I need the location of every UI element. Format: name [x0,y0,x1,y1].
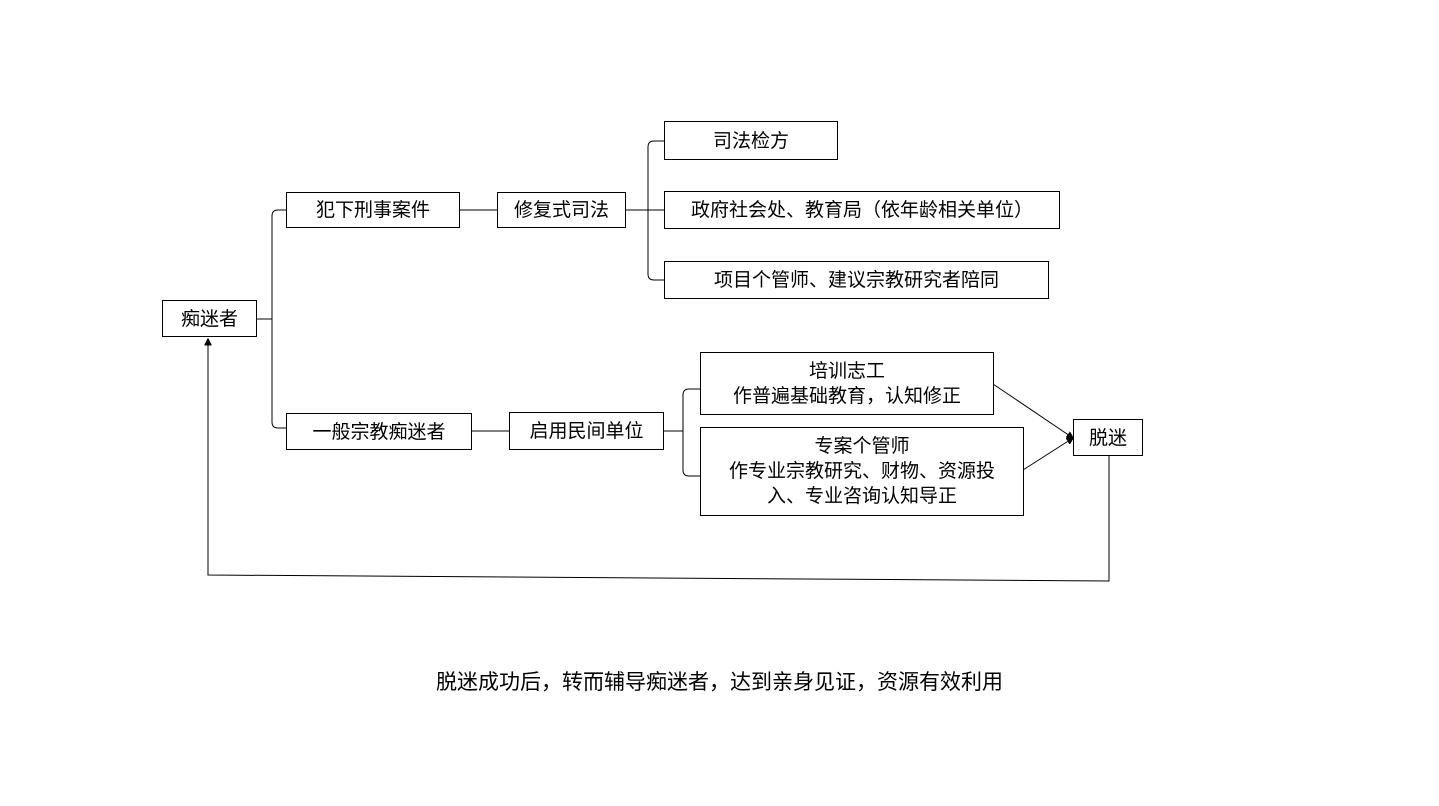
arrow-volunteer-free [992,383,1073,438]
node-case-manager: 专案个管师 作专业宗教研究、财物、资源投 入、专业咨询认知导正 [700,427,1024,516]
node-prosecutor: 司法检方 [664,121,838,160]
node-case-manager-line2: 作专业宗教研究、财物、资源投 [728,460,995,482]
node-case-manager-accompany: 项目个管师、建议宗教研究者陪同 [664,261,1049,299]
arrow-casemanager-free [1022,438,1073,471]
node-case-manager-line1: 专案个管师 [814,435,910,457]
node-restorative-justice: 修复式司法 [497,192,626,228]
bracket-restorative [647,140,664,281]
arrow-feedback-loop [208,339,1110,582]
node-volunteer-line2: 作普遍基础教育，认知修正 [732,384,961,407]
bracket-addict [271,209,286,429]
diagram-caption: 脱迷成功后，转而辅导痴迷者，达到亲身见证，资源有效利用 [436,670,1003,694]
node-civil-units: 启用民间单位 [509,412,664,450]
node-case-manager-line3: 入、专业咨询认知导正 [766,485,957,507]
node-addict: 痴迷者 [162,300,257,337]
node-criminal-case: 犯下刑事案件 [286,192,460,228]
bracket-civil [682,388,700,477]
node-volunteer: 培训志工 作普遍基础教育，认知修正 [700,352,994,415]
node-free: 脱迷 [1073,419,1143,456]
node-general-addict: 一般宗教痴迷者 [286,413,472,450]
node-government: 政府社会处、教育局（依年龄相关单位） [664,191,1060,229]
node-volunteer-line1: 培训志工 [808,359,885,382]
